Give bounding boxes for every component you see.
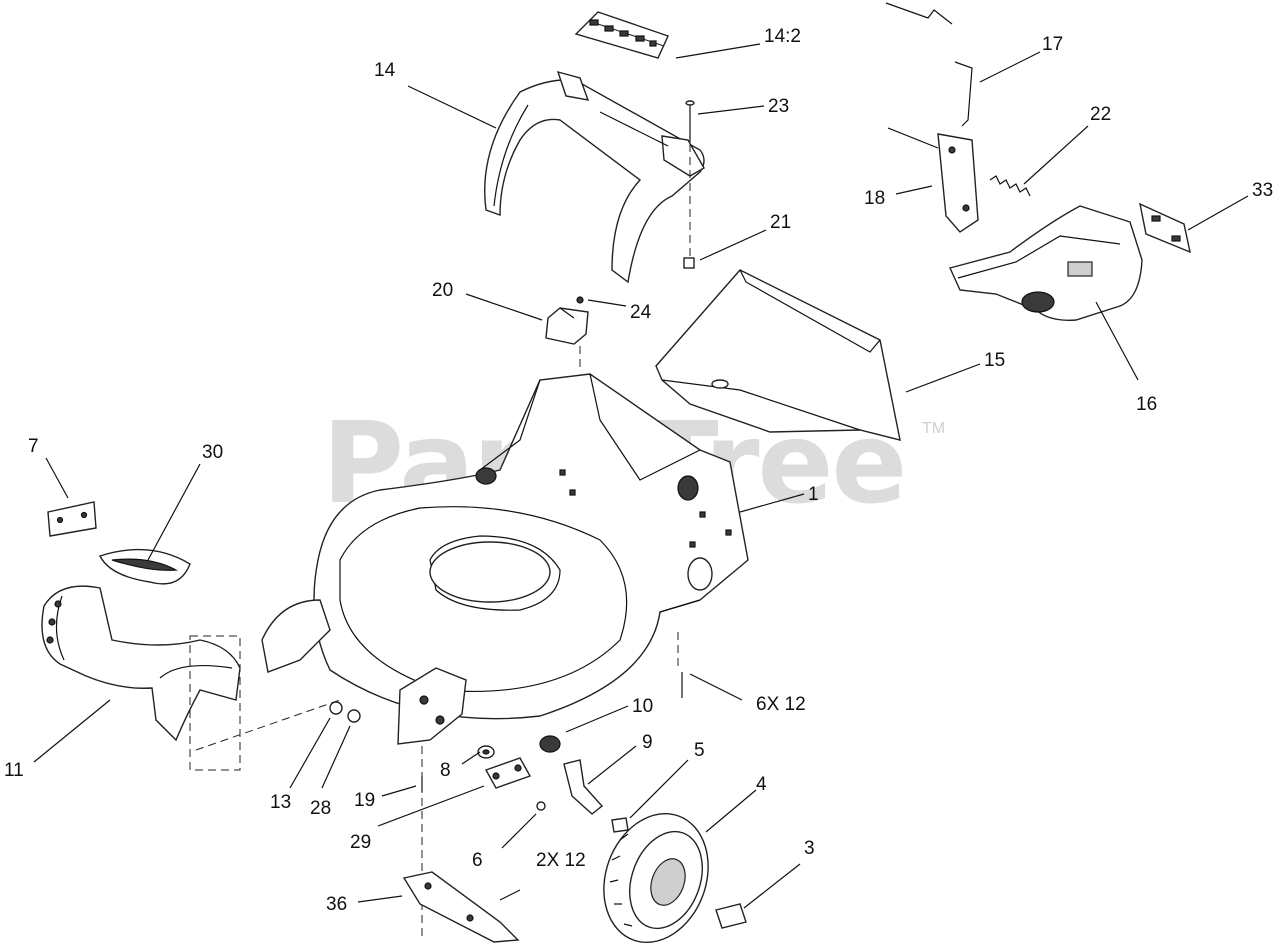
watermark-trademark: TM	[922, 420, 946, 437]
callout-8[interactable]: 8	[440, 760, 451, 781]
part-8-bushing[interactable]	[477, 745, 495, 759]
part-33-plate[interactable]	[1139, 202, 1191, 254]
callout-11[interactable]: 11	[4, 760, 24, 781]
callout-6[interactable]: 6	[472, 850, 483, 871]
callout-16[interactable]: 16	[1136, 394, 1157, 415]
part-4-wheel[interactable]	[586, 799, 725, 945]
callout-2x12[interactable]: 2X 12	[536, 850, 586, 871]
part-16-drive-cover[interactable]	[949, 205, 1143, 321]
callout-23[interactable]: 23	[768, 96, 789, 117]
part-19-pivot-bracket[interactable]	[397, 667, 467, 745]
guide-box-left	[189, 635, 241, 771]
callout-14-2[interactable]: 14:2	[764, 26, 801, 47]
callout-28[interactable]: 28	[310, 798, 331, 819]
callout-10[interactable]: 10	[632, 696, 653, 717]
part-5-bolt[interactable]	[611, 817, 629, 833]
callout-18[interactable]: 18	[864, 188, 885, 209]
part-30-front-cap[interactable]	[99, 548, 191, 585]
callout-30[interactable]: 30	[202, 442, 223, 463]
part-13-washer[interactable]	[329, 701, 343, 715]
callout-1[interactable]: 1	[808, 484, 819, 505]
part-20-pad[interactable]	[545, 307, 589, 345]
part-14-2-decal[interactable]	[574, 11, 669, 59]
callout-labels: 14:2 17 14 23 22 18 33 21 20 24 15 16 7 …	[4, 26, 1273, 915]
callout-6x12[interactable]: 6X 12	[756, 694, 806, 715]
callout-20[interactable]: 20	[432, 280, 453, 301]
part-36-skid[interactable]	[402, 871, 520, 943]
part-22-spring[interactable]	[989, 175, 1031, 197]
part-3-axle-bolt[interactable]	[715, 903, 747, 929]
part-2x12-screw[interactable]	[499, 889, 521, 901]
callout-5[interactable]: 5	[694, 740, 705, 761]
callout-36[interactable]: 36	[326, 894, 347, 915]
part-28-nut[interactable]	[347, 709, 361, 723]
part-deck-skirt[interactable]	[261, 599, 331, 673]
callout-14[interactable]: 14	[374, 60, 396, 81]
callout-33[interactable]: 33	[1252, 180, 1273, 201]
part-6-nut[interactable]	[536, 801, 546, 811]
callout-7[interactable]: 7	[28, 436, 39, 457]
part-24-screw[interactable]	[576, 296, 584, 304]
guide-line-left	[195, 699, 341, 751]
part-15-rear-chute[interactable]	[655, 269, 901, 441]
part-7-plate[interactable]	[47, 501, 97, 537]
callout-4[interactable]: 4	[756, 774, 767, 795]
part-29-link[interactable]	[484, 757, 532, 789]
part-14-upper-handle[interactable]	[484, 70, 705, 284]
part-1-mower-deck[interactable]	[313, 373, 749, 720]
callout-21[interactable]: 21	[770, 212, 791, 233]
callout-17[interactable]: 17	[1042, 34, 1063, 55]
callout-19[interactable]: 19	[354, 790, 375, 811]
part-21-nut[interactable]	[683, 257, 695, 269]
callout-3[interactable]: 3	[804, 838, 815, 859]
callout-15[interactable]: 15	[984, 350, 1005, 371]
callout-22[interactable]: 22	[1090, 104, 1111, 125]
part-23-bolt[interactable]	[685, 100, 695, 142]
part-10-cap[interactable]	[539, 735, 561, 753]
leader-lines	[33, 43, 1249, 909]
part-9-height-arm[interactable]	[563, 759, 604, 815]
callout-9[interactable]: 9	[642, 732, 653, 753]
callout-24[interactable]: 24	[630, 302, 652, 323]
part-17-cable-rod[interactable]	[885, 2, 973, 127]
callout-13[interactable]: 13	[270, 792, 291, 813]
part-18-bracket[interactable]	[887, 127, 979, 233]
part-11-front-bumper[interactable]	[41, 585, 241, 742]
callout-29[interactable]: 29	[350, 832, 371, 853]
